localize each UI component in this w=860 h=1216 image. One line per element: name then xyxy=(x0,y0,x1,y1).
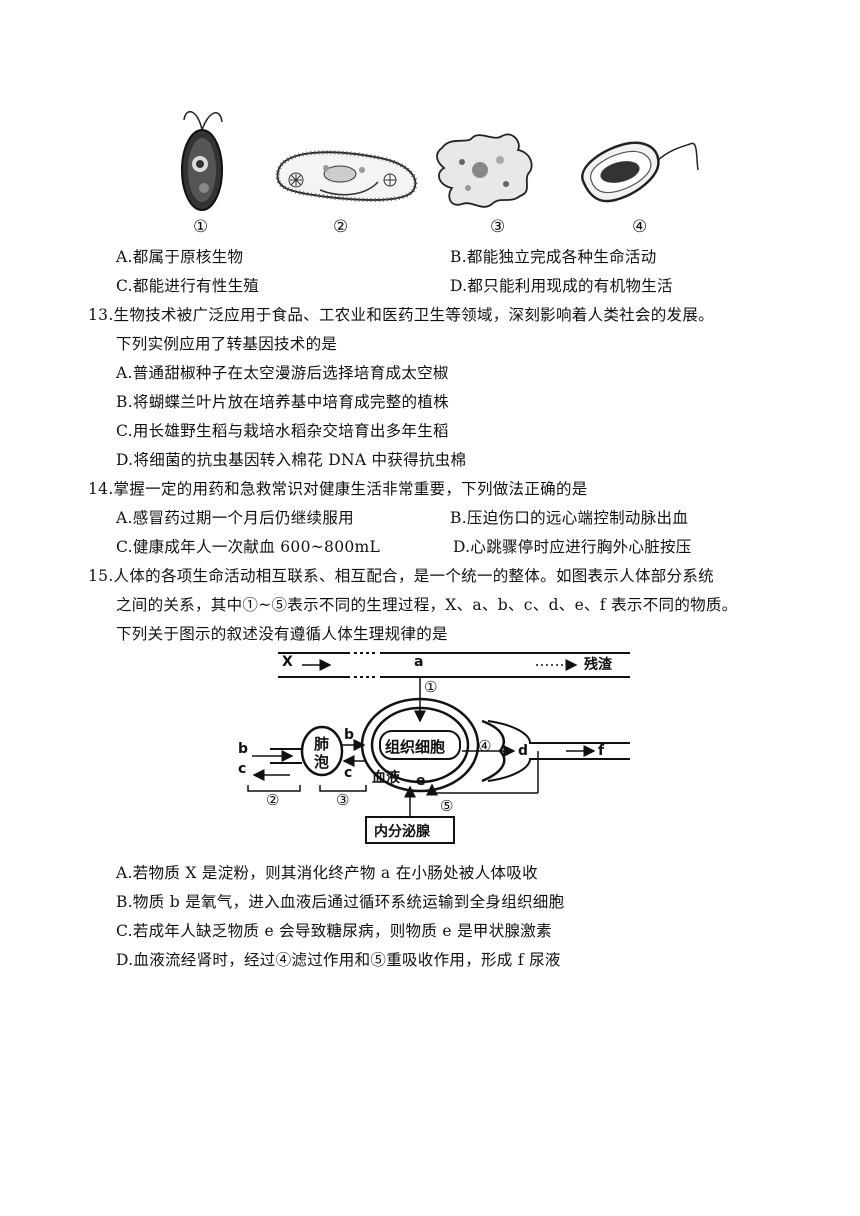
q14-option-a: A.感冒药过期一个月后仍继续服用 xyxy=(116,509,354,527)
q13-option-a: A.普通甜椒种子在太空漫游后选择培育成太空椒 xyxy=(116,364,449,382)
q12-option-a: A.都属于原核生物 xyxy=(116,248,244,266)
diagram-label-lung: 肺 xyxy=(314,735,330,753)
organism-label-2: ② xyxy=(333,217,349,237)
diagram-label-endocrine-gland: 内分泌腺 xyxy=(374,824,430,840)
physiology-diagram: X a 残渣 ① b c 肺 泡 b c 组织细胞 血液 e ④ d f ② ③… xyxy=(230,645,630,850)
q13-stem: 13.生物技术被广泛应用于食品、工农业和医药卫生等领域，深刻影响着人类社会的发展… xyxy=(88,306,714,324)
q15-option-a: A.若物质 X 是淀粉，则其消化终产物 a 在小肠处被人体吸收 xyxy=(116,864,538,882)
diagram-label-process-2: ② xyxy=(266,791,280,809)
q14-stem: 14.掌握一定的用药和急救常识对健康生活非常重要，下列做法正确的是 xyxy=(88,480,588,498)
q15-stem-cont: 之间的关系，其中①~⑤表示不同的生理过程，X、a、b、c、d、e、f 表示不同的… xyxy=(116,596,738,614)
q15-stem-cont-2: 下列关于图示的叙述没有遵循人体生理规律的是 xyxy=(116,625,448,643)
q12-option-c: C.都能进行有性生殖 xyxy=(116,277,260,295)
diagram-label-alveoli: 泡 xyxy=(314,753,330,771)
q13-option-b: B.将蝴蝶兰叶片放在培养基中培育成完整的植株 xyxy=(116,393,449,411)
diagram-label-b-right: b xyxy=(344,727,355,743)
q14-option-b: B.压迫伤口的远心端控制动脉出血 xyxy=(450,509,689,527)
diagram-label-f: f xyxy=(598,743,605,759)
q15-option-b: B.物质 b 是氧气，进入血液后通过循环系统运输到全身组织细胞 xyxy=(116,893,565,911)
diagram-label-process-3: ③ xyxy=(336,791,350,809)
q15-option-c: C.若成年人缺乏物质 e 会导致糖尿病，则物质 e 是甲状腺激素 xyxy=(116,922,552,940)
q14-option-d: D.心跳骤停时应进行胸外心脏按压 xyxy=(453,538,692,556)
q12-option-d: D.都只能利用现成的有机物生活 xyxy=(450,277,673,295)
q15-option-d: D.血液流经肾时，经过④滤过作用和⑤重吸收作用，形成 f 尿液 xyxy=(116,951,561,969)
diagram-label-d: d xyxy=(518,743,529,759)
organism-label-1: ① xyxy=(193,217,209,237)
q13-stem-cont: 下列实例应用了转基因技术的是 xyxy=(116,335,338,353)
diagram-label-residue: 残渣 xyxy=(584,657,612,673)
organism-figure xyxy=(150,100,710,240)
diagram-label-process-4: ④ xyxy=(478,737,492,755)
diagram-label-blood: 血液 xyxy=(372,770,400,786)
diagram-label-process-5: ⑤ xyxy=(440,797,454,815)
q14-option-c: C.健康成年人一次献血 600~800mL xyxy=(116,538,381,556)
q13-option-c: C.用长雄野生稻与栽培水稻杂交培育出多年生稻 xyxy=(116,422,449,440)
q15-stem: 15.人体的各项生命活动相互联系、相互配合，是一个统一的整体。如图表示人体部分系… xyxy=(88,567,714,585)
diagram-label-b-left: b xyxy=(238,741,249,757)
diagram-label-c-left: c xyxy=(238,761,247,777)
diagram-label-x: X xyxy=(282,654,293,670)
paramecium-icon xyxy=(275,150,418,202)
diagram-label-e: e xyxy=(416,773,426,789)
q13-option-d: D.将细菌的抗虫基因转入棉花 DNA 中获得抗虫棉 xyxy=(116,451,467,469)
bacterium-icon xyxy=(581,141,699,203)
diagram-label-a: a xyxy=(414,654,424,670)
organism-label-3: ③ xyxy=(490,217,506,237)
diagram-label-tissue-cell: 组织细胞 xyxy=(385,738,446,756)
euglena-icon xyxy=(181,111,223,211)
amoeba-icon xyxy=(436,133,533,208)
organism-label-4: ④ xyxy=(632,217,648,237)
diagram-label-c-right: c xyxy=(344,765,353,781)
diagram-label-process-1: ① xyxy=(424,678,438,696)
q12-option-b: B.都能独立完成各种生命活动 xyxy=(450,248,657,266)
